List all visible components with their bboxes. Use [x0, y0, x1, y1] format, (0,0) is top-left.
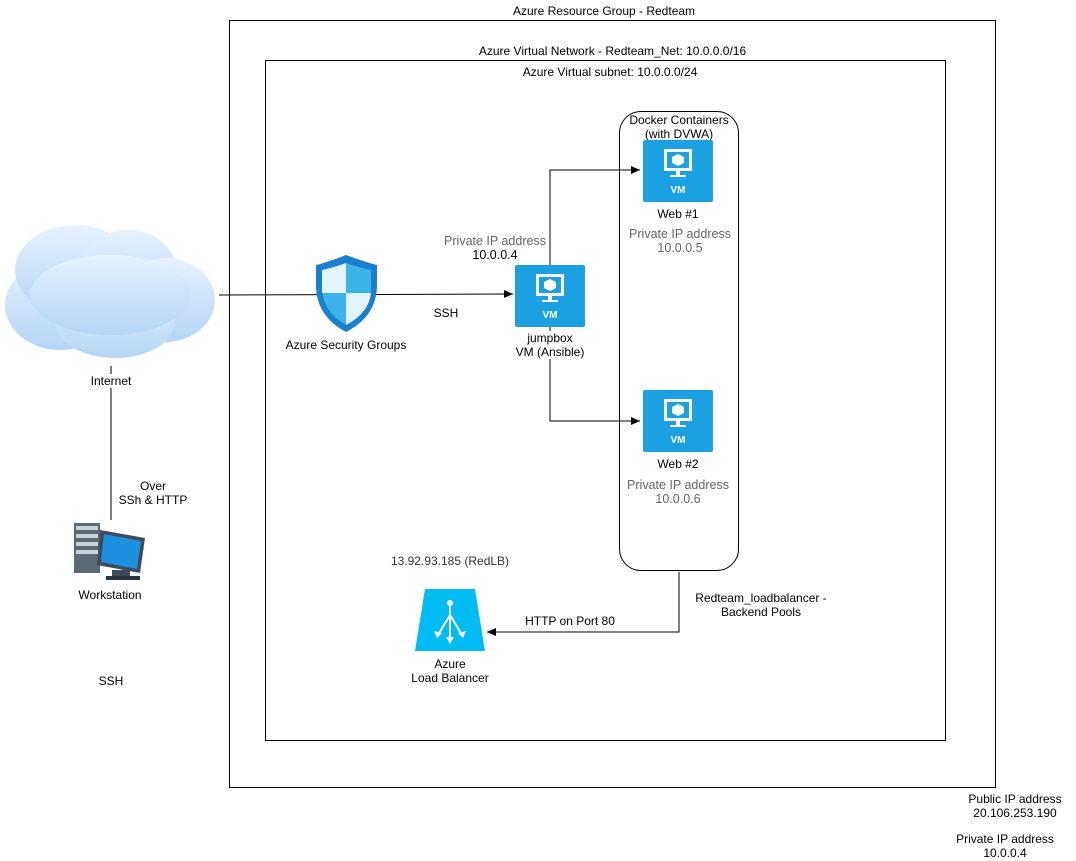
lb-name-line2: Load Balancer	[411, 671, 489, 685]
subnet-title: Azure Virtual subnet: 10.0.0.0/24	[522, 65, 698, 79]
web2-vm-badge: VM	[670, 435, 686, 446]
jumpbox-to-web1-arrow	[549, 166, 640, 265]
web1-vm-icon: VM	[643, 140, 713, 202]
private-ip-title: Private IP address	[956, 832, 1054, 846]
backend-pools-line1: Redteam_loadbalancer -	[695, 591, 827, 605]
ssh-bottom-label: SSH	[98, 674, 124, 688]
jumpbox-ip-value: 10.0.0.4	[472, 248, 518, 262]
internet-label: Internet	[81, 374, 141, 388]
workstation-label: Workstation	[78, 588, 142, 602]
private-ip-value: 10.0.0.4	[983, 846, 1027, 860]
resource-group-box	[229, 20, 996, 788]
public-ip-title: Public IP address	[968, 792, 1062, 806]
private-ip-note: Private IP address 10.0.0.4	[945, 832, 1065, 860]
vnet-subnet-box	[265, 60, 946, 741]
docker-title: Docker Containers (with DVWA)	[619, 113, 739, 141]
jumpbox-name-line1: jumpbox	[527, 331, 573, 345]
lb-name-label: Azure Load Balancer	[400, 657, 500, 685]
backend-to-lb-arrow	[487, 572, 680, 636]
lb-ip-label: 13.92.93.185 (RedLB)	[390, 554, 510, 568]
jumpbox-vm-icon: VM	[515, 265, 585, 327]
ssh-link-label: SSH	[423, 306, 469, 320]
docker-containers-box	[619, 111, 739, 571]
web2-ip-label: Private IP address 10.0.0.6	[618, 478, 738, 506]
backend-pools-line2: Backend Pools	[720, 605, 802, 619]
web1-vm-badge: VM	[670, 185, 686, 196]
link-label-line1: Over	[139, 479, 166, 493]
jumpbox-ip-label: Private IP address 10.0.0.4	[435, 234, 555, 262]
docker-title-line1: Docker Containers	[629, 113, 729, 127]
security-groups-label: Azure Security Groups	[285, 338, 407, 352]
docker-title-line2: (with DVWA)	[644, 127, 714, 141]
link-label-line2: SSh & HTTP	[118, 493, 188, 507]
lb-name-line1: Azure	[434, 657, 466, 671]
http-link-label: HTTP on Port 80	[525, 614, 615, 628]
public-ip-value: 20.106.253.190	[973, 806, 1057, 820]
internet-workstation-link-label: Over SSh & HTTP	[118, 479, 188, 507]
web1-ip-label: Private IP address 10.0.0.5	[620, 227, 740, 255]
jumpbox-name-line2: VM (Ansible)	[515, 345, 585, 359]
jumpbox-vm-badge: VM	[542, 310, 558, 321]
backend-pools-label: Redteam_loadbalancer - Backend Pools	[686, 591, 836, 619]
web1-ip-title: Private IP address	[629, 227, 731, 241]
vnet-title: Azure Virtual Network - Redteam_Net: 10.…	[478, 44, 747, 58]
resource-group-title: Azure Resource Group - Redteam	[512, 4, 696, 18]
web2-ip-title: Private IP address	[627, 478, 729, 492]
web2-ip-value: 10.0.0.6	[655, 492, 701, 506]
jumpbox-name-label: jumpbox VM (Ansible)	[505, 331, 595, 359]
jumpbox-ip-title: Private IP address	[444, 234, 546, 248]
web1-ip-value: 10.0.0.5	[657, 241, 703, 255]
web2-vm-icon: VM	[643, 390, 713, 452]
web1-name-label: Web #1	[657, 207, 699, 221]
public-ip-note: Public IP address 20.106.253.190	[955, 792, 1075, 820]
web2-name-label: Web #2	[657, 457, 699, 471]
